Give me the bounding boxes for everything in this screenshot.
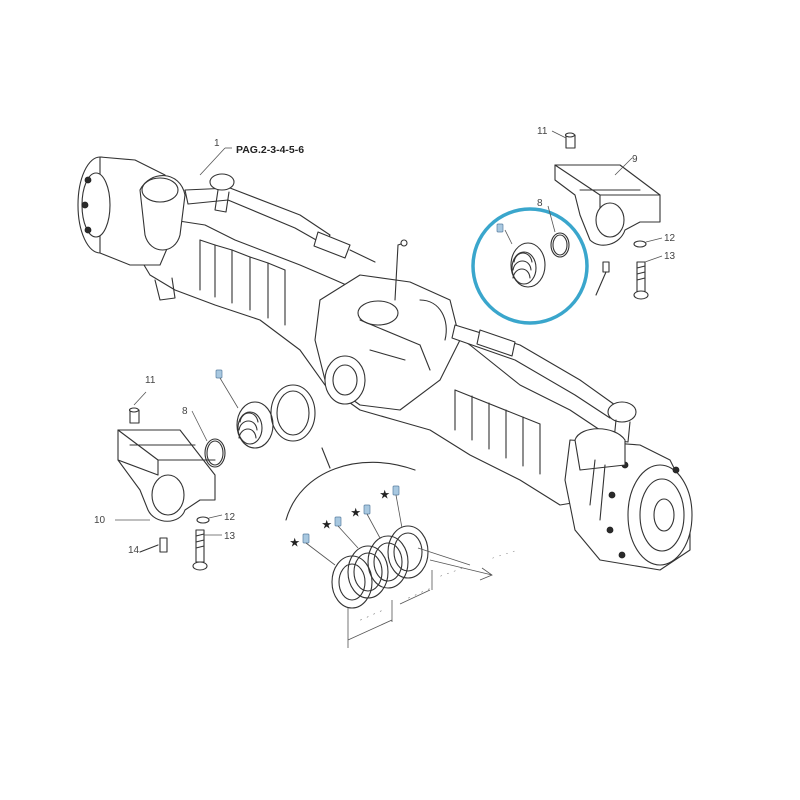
bolt-set-lower: 12 13 14 xyxy=(128,512,236,571)
pin-lower: 11 xyxy=(128,375,156,424)
callout-11-lower: 11 xyxy=(145,375,156,386)
support-bracket-upper: 9 xyxy=(554,154,661,246)
callout-13-lower: 13 xyxy=(224,531,236,542)
callout-8-lower: 8 xyxy=(182,406,188,417)
highlight-circle xyxy=(471,207,589,325)
callout-9: 9 xyxy=(632,154,638,165)
ring-tag-2 xyxy=(334,516,342,527)
left-wheel-hub xyxy=(77,156,186,301)
callout-10: 10 xyxy=(94,515,106,526)
star-marker-4: ★ xyxy=(380,489,390,501)
callout-1: 1 PAG.2-3-4-5-6 xyxy=(199,138,304,176)
support-bracket-lower: 10 xyxy=(94,429,216,526)
highlighted-bushing-group: 8 xyxy=(471,198,589,325)
bushing-tag-lower xyxy=(215,369,223,379)
pin-upper: 11 xyxy=(537,126,576,149)
left-tie-rod xyxy=(184,173,376,263)
callout-14: 14 xyxy=(128,545,140,556)
star-marker-1: ★ xyxy=(290,537,300,549)
bushing-tag-upper xyxy=(496,223,504,233)
axle-beam xyxy=(134,214,611,506)
star-marker-2: ★ xyxy=(322,519,332,531)
callout-12-upper: 12 xyxy=(664,233,676,244)
callout-1-number: 1 xyxy=(214,138,220,149)
callout-12-lower: 12 xyxy=(224,512,236,523)
callout-11-upper: 11 xyxy=(537,126,548,137)
callout-13-upper: 13 xyxy=(664,251,676,262)
ring-stack-exploded: ★ ★ ★ ★ - - - - - - - - - - - - - - - - xyxy=(285,447,517,648)
svg-text:- - - -: - - - - xyxy=(490,547,516,561)
svg-text:- - - -: - - - - xyxy=(438,565,464,580)
ring-tag-3 xyxy=(363,504,371,515)
callout-8-upper: 8 xyxy=(537,198,543,209)
star-marker-3: ★ xyxy=(351,507,361,519)
bushing-group-lower: 8 xyxy=(182,369,316,468)
ring-tag-4 xyxy=(392,485,400,496)
ring-tag-1 xyxy=(302,533,310,544)
svg-text:- - - -: - - - - xyxy=(406,585,432,602)
svg-text:- - - -: - - - - xyxy=(358,607,384,624)
right-wheel-hub xyxy=(564,428,693,571)
bolt-set-upper: 12 13 xyxy=(595,233,676,300)
reference-page-label: PAG.2-3-4-5-6 xyxy=(236,144,304,156)
